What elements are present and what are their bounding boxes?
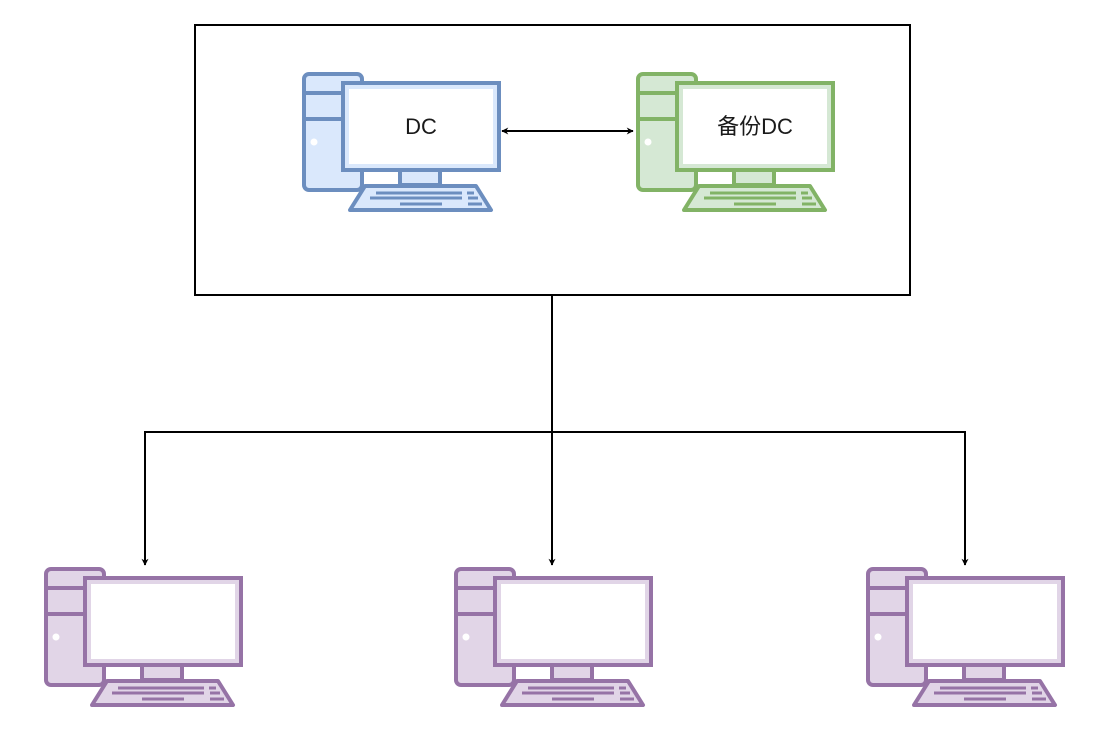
power-led bbox=[310, 138, 318, 146]
power-led bbox=[644, 138, 652, 146]
edge-to-client-3[interactable] bbox=[552, 431, 969, 566]
computer-node-backup-dc[interactable]: 备份DC bbox=[636, 72, 835, 212]
monitor-screen bbox=[349, 89, 493, 164]
edge-to-client-1[interactable] bbox=[141, 431, 552, 566]
computer-node-client-1[interactable] bbox=[44, 567, 243, 707]
computer-node-client-3[interactable] bbox=[866, 567, 1065, 707]
monitor-screen bbox=[913, 584, 1057, 659]
power-led bbox=[462, 633, 470, 641]
power-led bbox=[874, 633, 882, 641]
node-label: 备份DC bbox=[717, 114, 793, 139]
node-label: DC bbox=[405, 114, 437, 139]
computer-node-client-2[interactable] bbox=[454, 567, 653, 707]
computer-node-dc[interactable]: DC bbox=[302, 72, 501, 212]
power-led bbox=[52, 633, 60, 641]
monitor-screen bbox=[501, 584, 645, 659]
monitor-screen bbox=[91, 584, 235, 659]
edges bbox=[141, 127, 969, 566]
monitor-screen bbox=[683, 89, 827, 164]
